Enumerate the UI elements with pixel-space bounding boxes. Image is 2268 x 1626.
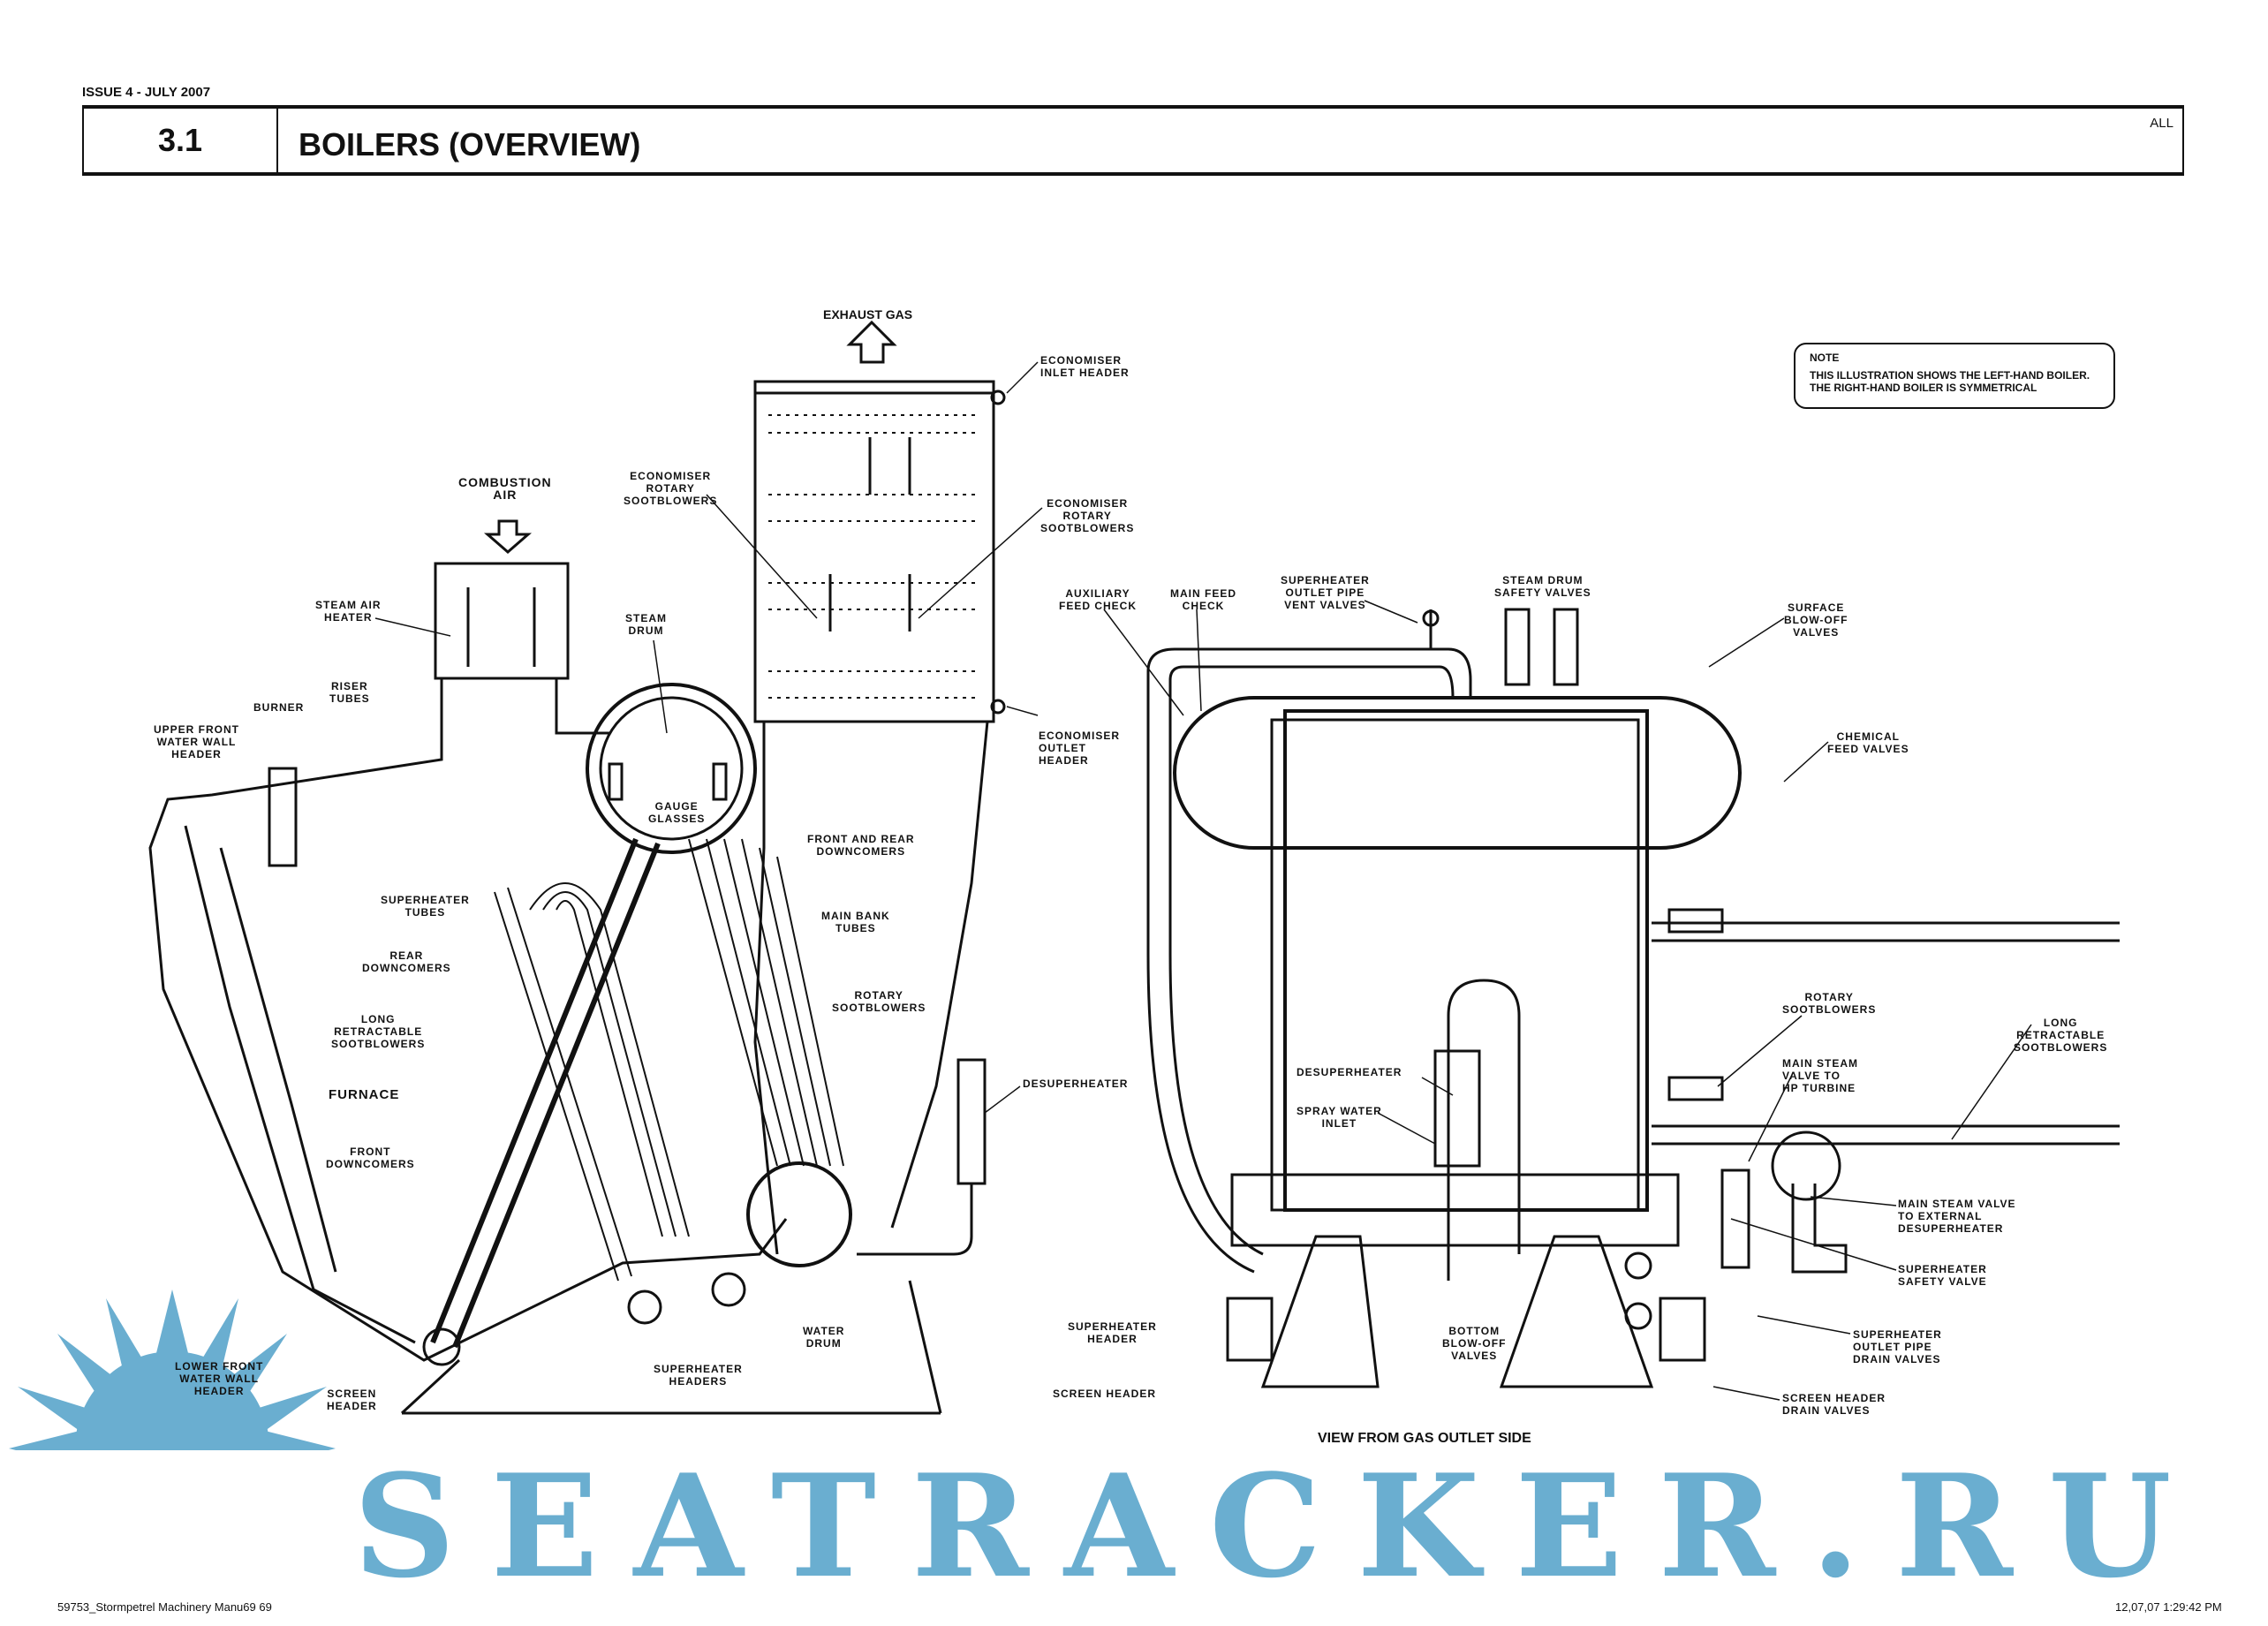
label-steam-air-heater: STEAM AIR HEATER bbox=[315, 599, 382, 624]
view-caption: VIEW FROM GAS OUTLET SIDE bbox=[1318, 1431, 1531, 1446]
issue-date: ISSUE 4 - JULY 2007 bbox=[82, 85, 211, 100]
label-economiser-inlet-header: ECONOMISER INLET HEADER bbox=[1040, 354, 1130, 379]
label-superheater-header: SUPERHEATER HEADER bbox=[1068, 1320, 1157, 1345]
label-front-rear-downcomers: FRONT AND REAR DOWNCOMERS bbox=[807, 833, 915, 858]
leader-lines bbox=[374, 361, 2032, 1401]
label-long-retractable-sootblowers-right: LONG RETRACTABLE SOOTBLOWERS bbox=[2014, 1017, 2108, 1054]
label-spray-water-inlet: SPRAY WATER INLET bbox=[1297, 1105, 1382, 1130]
label-chemical-feed-valves: CHEMICAL FEED VALVES bbox=[1827, 730, 1909, 755]
label-main-steam-valve-hp-turbine: MAIN STEAM VALVE TO HP TURBINE bbox=[1782, 1057, 1858, 1094]
label-superheater-headers: SUPERHEATER HEADERS bbox=[654, 1363, 743, 1388]
label-main-bank-tubes: MAIN BANK TUBES bbox=[821, 910, 890, 934]
label-bottom-blow-off-valves: BOTTOM BLOW-OFF VALVES bbox=[1442, 1325, 1507, 1362]
label-riser-tubes: RISER TUBES bbox=[329, 680, 370, 705]
label-burner: BURNER bbox=[253, 701, 305, 714]
note-text: THIS ILLUSTRATION SHOWS THE LEFT-HAND BO… bbox=[1810, 369, 2090, 394]
label-furnace: FURNACE bbox=[329, 1087, 400, 1102]
label-economiser-sootblowers-left: ECONOMISER ROTARY SOOTBLOWERS bbox=[624, 470, 718, 507]
note-title: NOTE bbox=[1810, 352, 1840, 364]
label-lower-front-water-wall-header: LOWER FRONT WATER WALL HEADER bbox=[175, 1360, 264, 1397]
label-superheater-tubes: SUPERHEATER TUBES bbox=[381, 894, 470, 919]
label-desuperheater-left: DESUPERHEATER bbox=[1023, 1078, 1129, 1090]
section-number: 3.1 bbox=[84, 109, 278, 172]
page-title: BOILERS (OVERVIEW) bbox=[299, 126, 641, 163]
label-front-downcomers: FRONT DOWNCOMERS bbox=[326, 1146, 415, 1170]
section-header: 3.1 BOILERS (OVERVIEW) ALL bbox=[82, 105, 2184, 176]
label-surface-blow-off-valves: SURFACE BLOW-OFF VALVES bbox=[1784, 601, 1848, 639]
label-auxiliary-feed-check: AUXILIARY FEED CHECK bbox=[1059, 587, 1138, 612]
note-box: NOTE THIS ILLUSTRATION SHOWS THE LEFT-HA… bbox=[1794, 343, 2115, 409]
label-long-retractable-sootblowers: LONG RETRACTABLE SOOTBLOWERS bbox=[331, 1013, 426, 1050]
label-main-steam-valve-external: MAIN STEAM VALVE TO EXTERNAL DESUPERHEAT… bbox=[1898, 1198, 2016, 1235]
label-screen-header-left: SCREEN HEADER bbox=[327, 1388, 377, 1412]
label-steam-drum: STEAM DRUM bbox=[625, 612, 667, 637]
label-economiser-outlet-header: ECONOMISER OUTLET HEADER bbox=[1039, 730, 1121, 767]
label-economiser-sootblowers-right: ECONOMISER ROTARY SOOTBLOWERS bbox=[1040, 497, 1135, 534]
label-combustion-air: COMBUSTION AIR bbox=[458, 475, 552, 502]
left-boiler-section bbox=[148, 320, 1006, 1415]
label-rotary-sootblowers-right: ROTARY SOOTBLOWERS bbox=[1782, 991, 1877, 1016]
label-desuperheater-right: DESUPERHEATER bbox=[1297, 1066, 1402, 1078]
footer-timestamp: 12,07,07 1:29:42 PM bbox=[2115, 1600, 2222, 1614]
label-water-drum: WATER DRUM bbox=[803, 1325, 845, 1350]
watermark: SEATRACKER.RU bbox=[353, 1443, 2207, 1609]
label-superheater-safety-valve: SUPERHEATER SAFETY VALVE bbox=[1898, 1263, 1987, 1288]
label-superheater-vent-valves: SUPERHEATER OUTLET PIPE VENT VALVES bbox=[1281, 574, 1370, 611]
right-boiler-elevation bbox=[1146, 608, 2120, 1388]
footer-file: 59753_Stormpetrel Machinery Manu69 69 bbox=[57, 1600, 272, 1614]
label-rotary-sootblowers: ROTARY SOOTBLOWERS bbox=[832, 989, 926, 1014]
label-upper-front-water-wall-header: UPPER FRONT WATER WALL HEADER bbox=[154, 723, 240, 760]
label-main-feed-check: MAIN FEED CHECK bbox=[1170, 587, 1236, 612]
label-superheater-drain-valves: SUPERHEATER OUTLET PIPE DRAIN VALVES bbox=[1853, 1328, 1942, 1365]
label-screen-header-drain-valves: SCREEN HEADER DRAIN VALVES bbox=[1782, 1392, 1886, 1417]
applicability-label: ALL bbox=[2150, 116, 2174, 131]
label-rear-downcomers: REAR DOWNCOMERS bbox=[362, 949, 451, 974]
label-exhaust-gas: EXHAUST GAS bbox=[823, 307, 913, 321]
label-steam-drum-safety-valves: STEAM DRUM SAFETY VALVES bbox=[1494, 574, 1591, 599]
label-screen-header-right: SCREEN HEADER bbox=[1053, 1388, 1157, 1400]
label-gauge-glasses: GAUGE GLASSES bbox=[648, 800, 706, 825]
